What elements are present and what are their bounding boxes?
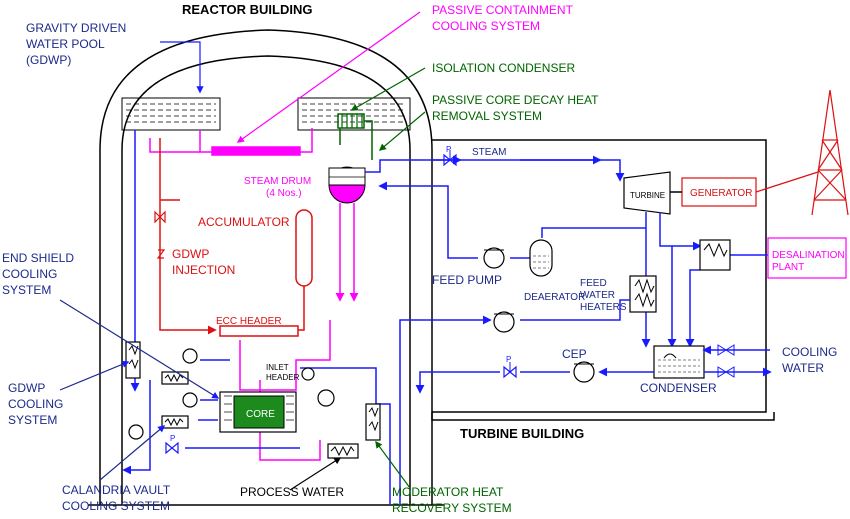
pccs-label-line1: PASSIVE CONTAINMENT [432,3,574,17]
ecc-lines [159,138,305,335]
gdwp-cooling-label-line3: SYSTEM [8,413,57,427]
condenser [653,345,705,379]
cep-pump [573,361,595,383]
inlet-header-label-line2: HEADER [266,373,300,382]
inlet-header [301,367,315,381]
feed-water-heaters-label-line3: HEATERS [580,302,627,313]
end-shield-label-line2: COOLING [2,267,57,281]
reactor-side-pumps [128,348,198,440]
pccs-label-line2: COOLING SYSTEM [432,19,540,33]
steam-valve-p-label: P [446,145,451,154]
steam-line [365,155,625,182]
generator-label: GENERATOR [690,188,752,199]
feed-water-heaters-label-line1: FEED [580,278,607,289]
cep-valve [503,362,517,379]
calandria-label-line2: COOLING SYSTEM [62,499,170,513]
passive-containment-cooling [149,128,313,156]
accumulator-label: ACCUMULATOR [198,215,290,229]
ecc-header [219,325,299,337]
desalination-plant [767,237,847,279]
reactor-building-structure [88,29,444,506]
gdwp-cooling-label-line1: GDWP [8,381,45,395]
turbine-building-label: TURBINE BUILDING [460,426,584,441]
cep-label: CEP [562,347,587,361]
calandria-vault-heat-exchanger [161,415,189,429]
gdwp-injection-label-line2: INJECTION [172,263,235,277]
inlet-header-label-line1: INLET [266,363,289,372]
isolation-condenser [337,113,373,160]
turbine-building-structure [431,139,775,421]
moderator-label-line1: MODERATOR HEAT [392,485,504,499]
steam-drum-label-line1: STEAM DRUM [244,176,311,187]
gdwp-injection-label-line1: GDWP [172,247,209,261]
calandria-vault-valve [165,441,179,455]
cooling-water-label-line2: WATER [782,361,824,375]
core-label: CORE [246,409,275,420]
cep-valve-p-label: P [506,355,511,364]
accumulator [295,209,313,287]
end-shield-heat-exchanger [125,341,141,379]
feed-water-line [378,181,646,505]
transmission-tower [755,89,849,216]
gdwp-label-line3: (GDWP) [26,53,71,67]
pcdhr-label-line2: REMOVAL SYSTEM [432,109,542,123]
gdwp-pool [121,97,411,131]
desalination-label-line2: PLANT [772,262,804,273]
process-water-heat-exchanger [327,443,359,459]
gdwp-cooling-heat-exchanger [161,371,189,385]
steam-drum [328,166,366,204]
isolation-condenser-label: ISOLATION CONDENSER [432,61,575,75]
ecc-header-label: ECC HEADER [216,316,282,327]
gdwp-injection-valve [154,210,166,259]
deaerator-label: DEAERATOR [524,292,585,303]
calandria-valve-p-label: P [170,434,175,443]
heater-drain-pump [493,311,515,333]
turbine [623,171,671,215]
steam-label: STEAM [472,147,506,158]
cooling-water-label-line1: COOLING [782,345,837,359]
gdwp-label-line1: GRAVITY DRIVEN [26,21,126,35]
process-water-label: PROCESS WATER [240,485,344,499]
feed-pump [483,247,505,269]
steam-valve [443,150,457,167]
desalination-heat-exchanger [699,239,731,271]
condenser-label: CONDENSER [640,381,717,395]
cooling-water-lines [702,344,772,378]
pcdhr-label-line1: PASSIVE CORE DECAY HEAT [432,93,599,107]
desalination-loop [672,241,768,348]
gdwp-cooling-label-line2: COOLING [8,397,63,411]
moderator-pump [317,389,335,407]
calandria [219,391,297,433]
feed-water-heaters [629,275,657,313]
gdwp-label-line2: WATER POOL [26,37,105,51]
deaerator [529,239,553,277]
end-shield-label-line3: SYSTEM [2,283,51,297]
turbine-label: TURBINE [630,191,665,200]
desalination-label-line1: DESALINATION [772,250,845,261]
condensate-extraction-line [415,367,654,394]
reactor-building-label: REACTOR BUILDING [182,2,312,17]
moderator-label-line2: RECOVERY SYSTEM [392,501,512,515]
leader-lines [59,11,426,491]
moderator-heat-exchanger [365,403,381,441]
end-shield-label-line1: END SHIELD [2,251,74,265]
steam-drum-label-line2: (4 Nos.) [266,188,302,199]
calandria-label-line1: CALANDRIA VAULT [62,483,171,497]
feed-water-heaters-label-line2: WATER [580,290,615,301]
feed-pump-label: FEED PUMP [432,273,502,287]
